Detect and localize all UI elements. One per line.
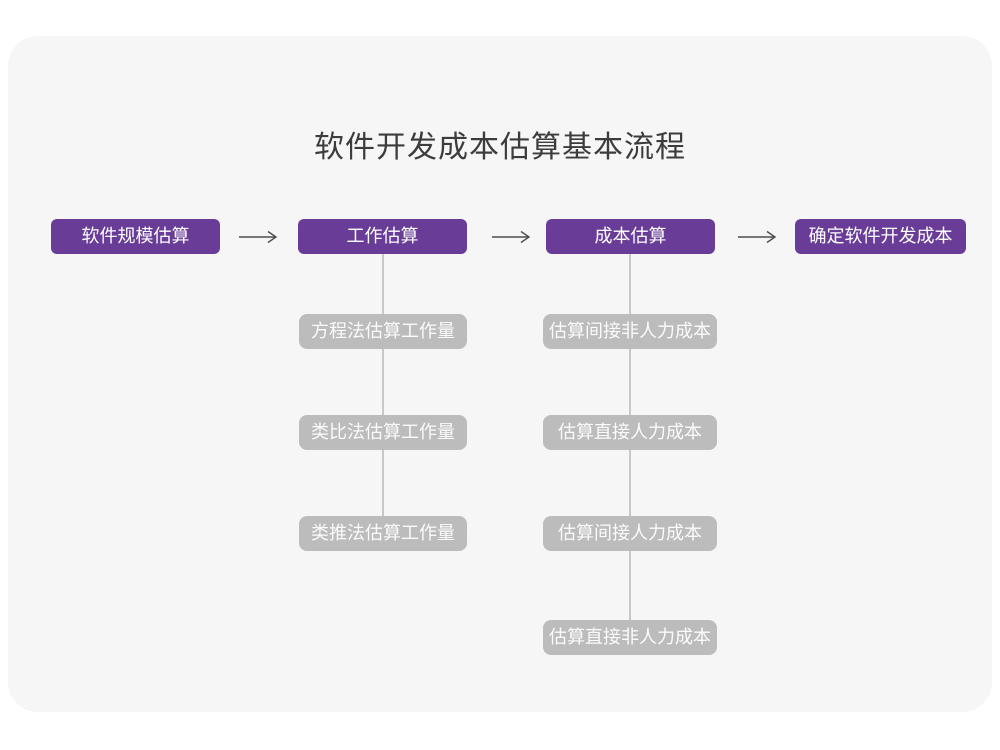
sub-node-indirect-labor-cost: 估算间接人力成本 bbox=[543, 516, 717, 551]
flow-node-cost-estimation: 成本估算 bbox=[546, 219, 715, 254]
sub-node-direct-labor-cost: 估算直接人力成本 bbox=[543, 415, 717, 450]
sub-node-analogy-method: 类比法估算工作量 bbox=[299, 415, 467, 450]
page-title: 软件开发成本估算基本流程 bbox=[314, 131, 686, 164]
sub-node-direct-nonlabor-cost: 估算直接非人力成本 bbox=[543, 620, 717, 655]
flow-node-software-scale-estimation: 软件规模估算 bbox=[51, 219, 220, 254]
sub-node-equation-method: 方程法估算工作量 bbox=[299, 314, 467, 349]
flow-node-determine-cost: 确定软件开发成本 bbox=[795, 219, 966, 254]
arrow-right-icon bbox=[239, 230, 278, 244]
flowchart-card: 软件开发成本估算基本流程 软件规模估算 工作估算 成本估算 确定软件开发成本 方… bbox=[8, 36, 992, 712]
flow-node-work-estimation: 工作估算 bbox=[298, 219, 467, 254]
arrow-right-icon bbox=[738, 230, 777, 244]
connector-line-work-estimation bbox=[382, 254, 384, 534]
sub-node-extrapolation-method: 类推法估算工作量 bbox=[299, 516, 467, 551]
arrow-right-icon bbox=[492, 230, 531, 244]
sub-node-indirect-nonlabor-cost: 估算间接非人力成本 bbox=[543, 314, 717, 349]
